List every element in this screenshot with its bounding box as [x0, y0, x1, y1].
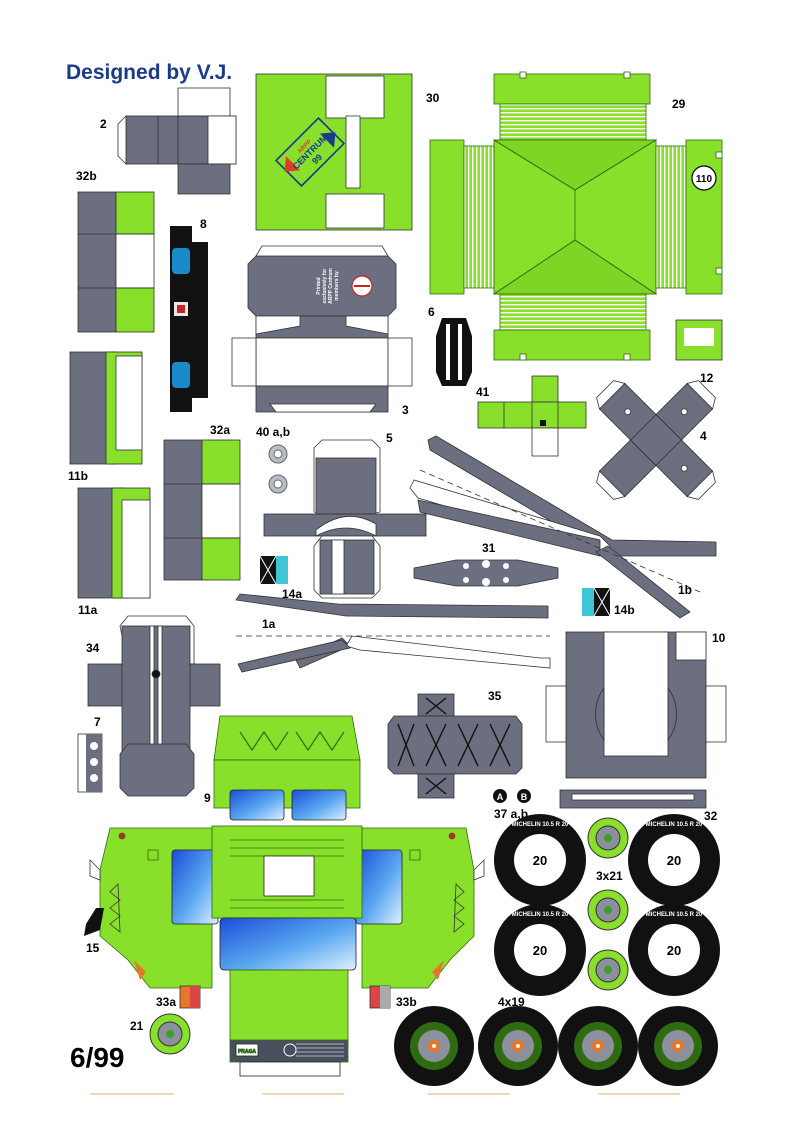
- part-8: [170, 226, 208, 412]
- label-wheels-4x19: 4x19: [498, 995, 525, 1009]
- part-32b: [77, 191, 155, 333]
- label-part-12: 12: [700, 371, 714, 385]
- label-part-10: 10: [712, 631, 726, 645]
- hubs-3x21: [587, 817, 629, 991]
- label-part-35: 35: [488, 689, 502, 703]
- sign-line-3: ARPP Centrum: [328, 268, 334, 304]
- label-part-7: 7: [94, 715, 101, 729]
- label-part-2: 2: [100, 117, 107, 131]
- label-part-11b: 11b: [68, 469, 89, 483]
- label-part-6: 6: [428, 305, 435, 319]
- part-32a: [163, 439, 241, 581]
- part-7: [77, 733, 103, 793]
- wheel-number: 20: [667, 943, 681, 958]
- part-5: [263, 439, 427, 599]
- part-11b: [69, 351, 143, 465]
- part-34: [87, 615, 221, 797]
- part-10: [545, 631, 727, 779]
- part-33b: [369, 985, 391, 1009]
- label-part-3: 3: [402, 403, 409, 417]
- tyre-brand: MICHELIN 10.5 R 20: [646, 822, 703, 828]
- marker-b-text: B: [521, 792, 528, 802]
- marker-a-text: A: [497, 792, 504, 802]
- part-1b: [409, 435, 717, 619]
- sign-badge: [351, 275, 373, 297]
- part-2: [117, 87, 237, 195]
- label-part-29: 29: [672, 97, 686, 111]
- label-part-14a: 14a: [282, 587, 303, 601]
- label-part-14b: 14b: [614, 603, 635, 617]
- part-29: [429, 71, 723, 361]
- part-14b: [582, 587, 611, 617]
- part-32: [559, 789, 707, 809]
- part-6: [436, 318, 472, 386]
- tyre-wheel: 20 MICHELIN 10.5 R 20: [628, 814, 720, 906]
- wheel-number: 20: [667, 853, 681, 868]
- part-15: [84, 908, 104, 936]
- label-part-32b: 32b: [76, 169, 97, 183]
- label-part-31: 31: [482, 541, 496, 555]
- part-35: [387, 693, 523, 799]
- label-part-9: 9: [204, 791, 211, 805]
- tyre-wheel: 20 MICHELIN 10.5 R 20: [628, 904, 720, 996]
- wheel-number: 20: [533, 853, 547, 868]
- label-part-32: 32: [704, 809, 718, 823]
- grille-plate-text: PRAGA: [238, 1049, 256, 1055]
- number-plate-text: 110: [696, 174, 713, 185]
- sign-line-4: members by: [334, 271, 340, 301]
- tyre-brand: MICHELIN 10.5 R 20: [646, 912, 703, 918]
- label-part-32a: 32a: [210, 423, 231, 437]
- part-31: [413, 559, 559, 587]
- part-11a: [77, 487, 151, 599]
- part-40: [268, 444, 288, 494]
- sign-line-2: exclusively for: [322, 269, 328, 304]
- part-30: ARPP CENTRUM 99: [255, 73, 413, 231]
- part-14a: [259, 555, 288, 585]
- tyre-wheel: 20 MICHELIN 10.5 R 20: [494, 814, 586, 906]
- part-9-tabs: [89, 859, 485, 933]
- label-part-33a: 33a: [156, 995, 177, 1009]
- number-plate-circle: 110: [691, 165, 717, 191]
- wheels-4x19: [394, 1006, 718, 1086]
- label-part-41: 41: [476, 385, 490, 399]
- tyre-wheel: 20 MICHELIN 10.5 R 20: [494, 904, 586, 996]
- label-part-30: 30: [426, 91, 440, 105]
- label-part-40: 40 a,b: [256, 425, 291, 439]
- label-part-15: 15: [86, 941, 100, 955]
- page-number: 6/99: [70, 1042, 125, 1073]
- label-part-8: 8: [200, 217, 207, 231]
- sign-line-1: Printed: [316, 277, 322, 294]
- part-12: [675, 319, 723, 361]
- label-part-21: 21: [130, 1019, 144, 1033]
- part-1a: [235, 593, 551, 673]
- label-part-4: 4: [700, 429, 707, 443]
- label-part-1b: 1b: [678, 583, 693, 597]
- part-9: PRAGA: [99, 715, 475, 1077]
- designer-credit: Designed by V.J.: [66, 61, 233, 84]
- tyre-brand: MICHELIN 10.5 R 20: [512, 912, 569, 918]
- sign-text: Printed exclusively for ARPP Centrum mem…: [316, 268, 340, 304]
- label-part-37: 37 a,b: [494, 807, 529, 821]
- part-4: [596, 380, 716, 500]
- tyre-brand: MICHELIN 10.5 R 20: [512, 822, 569, 828]
- part-21: [149, 1013, 191, 1055]
- wheel-number: 20: [533, 943, 547, 958]
- part-41: [477, 375, 587, 457]
- label-hubs-3x21: 3x21: [596, 869, 623, 883]
- label-part-34: 34: [86, 641, 100, 655]
- part-33a: [179, 985, 201, 1009]
- tyre-wheels: 20 MICHELIN 10.5 R 20 20 MICHELIN 10.5 R…: [494, 814, 720, 996]
- label-part-1a: 1a: [262, 617, 276, 631]
- part-37-markers: A B: [493, 789, 531, 803]
- label-part-5: 5: [386, 431, 393, 445]
- label-part-11a: 11a: [78, 603, 98, 617]
- part-3: [231, 245, 413, 413]
- label-part-33b: 33b: [396, 995, 417, 1009]
